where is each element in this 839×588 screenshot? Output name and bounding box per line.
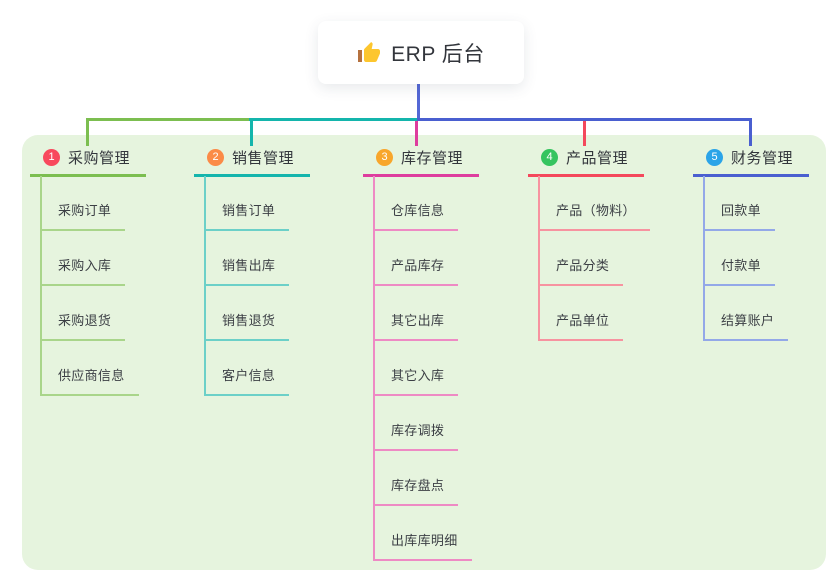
root-node[interactable]: ERP 后台 bbox=[318, 21, 524, 84]
branch-badge-4: 4 bbox=[541, 149, 558, 166]
branch-badge-1: 1 bbox=[43, 149, 60, 166]
branch-label-finance: 财务管理 bbox=[731, 150, 794, 167]
child-label: 销售出库 bbox=[222, 258, 276, 273]
root-connector-line bbox=[417, 84, 420, 118]
connector-drop-finance bbox=[749, 121, 752, 146]
child-node[interactable]: 采购退货 bbox=[42, 286, 126, 341]
child-label: 销售订单 bbox=[222, 203, 276, 218]
root-node-label: ERP 后台 bbox=[391, 42, 485, 66]
thumbs-up-icon bbox=[358, 41, 381, 62]
child-node[interactable]: 其它出库 bbox=[375, 286, 459, 341]
branch-label-inventory: 库存管理 bbox=[401, 150, 464, 167]
child-label: 产品库存 bbox=[391, 258, 445, 273]
child-node[interactable]: 产品（物料） bbox=[540, 176, 650, 231]
connector-drop-sales bbox=[250, 121, 253, 146]
child-label: 付款单 bbox=[721, 258, 761, 273]
child-label: 销售退货 bbox=[222, 313, 276, 328]
child-label: 结算账户 bbox=[721, 313, 775, 328]
child-node[interactable]: 销售订单 bbox=[206, 176, 290, 231]
branch-children-inventory: 仓库信息 产品库存 其它出库 其它入库 库存调拨 库存盘点 出库库明细 bbox=[373, 176, 472, 561]
child-node[interactable]: 供应商信息 bbox=[42, 341, 139, 396]
branch-label-sales: 销售管理 bbox=[232, 150, 295, 167]
branch-badge-3: 3 bbox=[376, 149, 393, 166]
connector-drop-product bbox=[583, 121, 586, 146]
child-node[interactable]: 产品库存 bbox=[375, 231, 459, 286]
branch-product: 4 产品管理 产品（物料） 产品分类 产品单位 bbox=[528, 145, 650, 341]
child-label: 产品（物料） bbox=[556, 203, 636, 218]
background-panel bbox=[22, 135, 826, 570]
child-node[interactable]: 仓库信息 bbox=[375, 176, 459, 231]
child-label: 采购入库 bbox=[58, 258, 112, 273]
child-node[interactable]: 回款单 bbox=[705, 176, 775, 231]
connector-drop-inventory bbox=[415, 121, 418, 146]
branch-node-sales[interactable]: 2 销售管理 bbox=[194, 145, 311, 177]
child-node[interactable]: 其它入库 bbox=[375, 341, 459, 396]
child-node[interactable]: 产品单位 bbox=[540, 286, 624, 341]
branch-children-product: 产品（物料） 产品分类 产品单位 bbox=[538, 176, 650, 341]
child-label: 其它出库 bbox=[391, 313, 445, 328]
connector-drop-purchase bbox=[86, 121, 89, 146]
child-node[interactable]: 出库库明细 bbox=[375, 506, 472, 561]
child-label: 出库库明细 bbox=[391, 533, 458, 548]
child-node[interactable]: 客户信息 bbox=[206, 341, 290, 396]
branch-label-product: 产品管理 bbox=[566, 150, 629, 167]
branch-children-finance: 回款单 付款单 结算账户 bbox=[703, 176, 789, 341]
connector-horizontal-teal bbox=[249, 118, 419, 121]
branch-node-inventory[interactable]: 3 库存管理 bbox=[363, 145, 480, 177]
child-node[interactable]: 产品分类 bbox=[540, 231, 624, 286]
child-node[interactable]: 销售出库 bbox=[206, 231, 290, 286]
child-label: 仓库信息 bbox=[391, 203, 445, 218]
child-label: 客户信息 bbox=[222, 368, 276, 383]
child-label: 产品分类 bbox=[556, 258, 610, 273]
branch-purchase: 1 采购管理 采购订单 采购入库 采购退货 供应商信息 bbox=[30, 145, 147, 396]
child-node[interactable]: 采购入库 bbox=[42, 231, 126, 286]
child-node[interactable]: 销售退货 bbox=[206, 286, 290, 341]
child-label: 其它入库 bbox=[391, 368, 445, 383]
connector-horizontal-green bbox=[86, 118, 251, 121]
branch-badge-5: 5 bbox=[706, 149, 723, 166]
branch-label-purchase: 采购管理 bbox=[68, 150, 131, 167]
branch-node-product[interactable]: 4 产品管理 bbox=[528, 145, 645, 177]
branch-sales: 2 销售管理 销售订单 销售出库 销售退货 客户信息 bbox=[194, 145, 311, 396]
child-node[interactable]: 库存调拨 bbox=[375, 396, 459, 451]
child-node[interactable]: 付款单 bbox=[705, 231, 775, 286]
child-node[interactable]: 采购订单 bbox=[42, 176, 126, 231]
child-node[interactable]: 库存盘点 bbox=[375, 451, 459, 506]
branch-finance: 5 财务管理 回款单 付款单 结算账户 bbox=[693, 145, 810, 341]
child-label: 库存盘点 bbox=[391, 478, 445, 493]
child-node[interactable]: 结算账户 bbox=[705, 286, 789, 341]
connector-horizontal-blue bbox=[417, 118, 752, 121]
child-label: 采购订单 bbox=[58, 203, 112, 218]
branch-inventory: 3 库存管理 仓库信息 产品库存 其它出库 其它入库 库存调拨 库存盘点 出库库… bbox=[363, 145, 480, 561]
child-label: 供应商信息 bbox=[58, 368, 125, 383]
branch-node-purchase[interactable]: 1 采购管理 bbox=[30, 145, 147, 177]
branch-children-sales: 销售订单 销售出库 销售退货 客户信息 bbox=[204, 176, 290, 396]
child-label: 回款单 bbox=[721, 203, 761, 218]
child-label: 采购退货 bbox=[58, 313, 112, 328]
branch-children-purchase: 采购订单 采购入库 采购退货 供应商信息 bbox=[40, 176, 139, 396]
branch-badge-2: 2 bbox=[207, 149, 224, 166]
child-label: 库存调拨 bbox=[391, 423, 445, 438]
branch-node-finance[interactable]: 5 财务管理 bbox=[693, 145, 810, 177]
child-label: 产品单位 bbox=[556, 313, 610, 328]
